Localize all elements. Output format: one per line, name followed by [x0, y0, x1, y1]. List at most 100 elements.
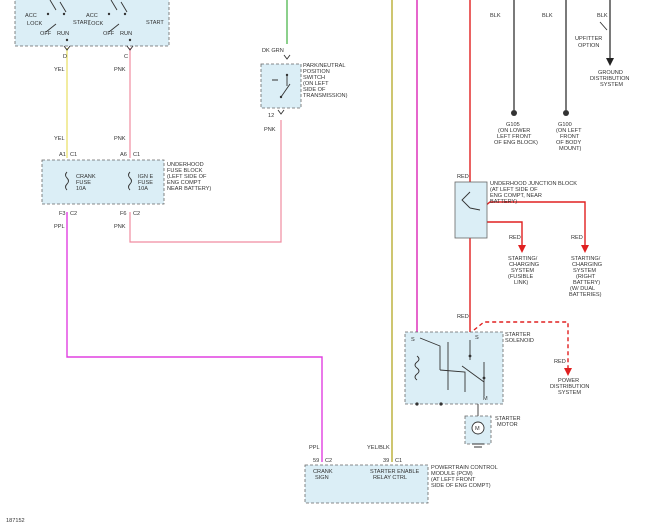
ground-points: BLK BLK BLK UPFITTER OPTION GROUND DISTR…: [490, 13, 629, 152]
ppl-wire-crank: [66, 212, 323, 462]
power-dist-line-2: SYSTEM: [558, 390, 581, 396]
park-neutral-line-1: POSITION: [303, 69, 330, 75]
ign2-run-label: RUN: [120, 31, 132, 37]
solenoid-s-right: S: [475, 335, 479, 341]
solenoid-m-label: M: [483, 396, 488, 402]
ignition-wipers: [45, 23, 120, 33]
solenoid-line-0: STARTER: [505, 332, 531, 338]
fusible-link-arrow: [518, 245, 526, 253]
red-wire-right-battery: [479, 201, 586, 245]
g100-line-2: OF BODY: [556, 140, 581, 146]
ground-dist-line-2: SYSTEM: [600, 82, 623, 88]
blk-ground-label: BLK: [597, 13, 608, 19]
ign2-start-label: START: [146, 20, 164, 26]
ground-distribution-arrow: [606, 58, 614, 66]
ground-dist-line-0: GROUND: [598, 70, 623, 76]
ign1-off-label: OFF: [40, 31, 52, 37]
pcm-line-0: POWERTRAIN CONTROL: [431, 465, 498, 471]
red-fusible-label: RED: [509, 235, 521, 241]
yel-upper-label: YEL: [54, 67, 65, 73]
junction-line-2: ENG COMPT, NEAR: [490, 193, 542, 199]
solenoid-s-left: S: [411, 337, 415, 343]
fuse-c2-right-label: C2: [133, 211, 140, 217]
g100-ground-symbol: [563, 110, 569, 116]
motor-line-1: MOTOR: [497, 422, 518, 428]
red-right-label: RED: [571, 235, 583, 241]
ign-e-fuse-amp: 10A: [138, 186, 148, 192]
junction-line-1: (AT LEFT SIDE OF: [490, 187, 538, 193]
underhood-junction-block: RED UNDERHOOD JUNCTION BLOCK (AT LEFT SI…: [454, 174, 602, 298]
right-line-2: SYSTEM: [573, 268, 596, 274]
blk-g105-label: BLK: [490, 13, 501, 19]
power-dist-line-0: POWER: [558, 378, 579, 384]
g100-line-1: FRONT: [560, 134, 580, 140]
underhood-fuse-block: YEL PNK A1 C1 A6 C1 CRANK FUSE 10A IGN E…: [41, 136, 211, 230]
power-dist-line-1: DISTRIBUTION: [550, 384, 589, 390]
motor-symbol: [471, 421, 485, 435]
pnk-mid-label: PNK: [114, 136, 126, 142]
ppl-upper-label: PPL: [54, 224, 65, 230]
pcm-conn-c2: C2: [325, 458, 332, 464]
ign1-lock-label: LOCK: [27, 21, 43, 27]
park-neutral-switch: DK GRN 12 PNK PARK/NEUTRAL POSITION SWIT…: [260, 48, 348, 133]
junction-line-3: BATTERY): [490, 199, 517, 205]
fusible-line-2: SYSTEM: [511, 268, 534, 274]
pin-c-label: C: [124, 54, 128, 60]
pin-d-label: D: [63, 54, 67, 60]
powertrain-control-module: PPL YEL/BLK 59 C2 39 C1 CRANK SIGN START…: [304, 445, 498, 504]
park-neutral-top-connector: [283, 54, 291, 60]
fuse-a1-label: A1: [59, 152, 66, 158]
g100-line-0: (ON LEFT: [556, 128, 582, 134]
starter-assembly: RED S S M STARTER SOLENOID RED POWER DIS…: [404, 314, 589, 448]
figure-id: 187152: [6, 518, 25, 524]
ignition-switch-box: [14, 0, 170, 47]
ign-e-fuse-word: FUSE: [138, 180, 153, 186]
motor-ground-symbol: [472, 443, 484, 448]
right-line-1: CHARGING: [572, 262, 602, 268]
pcm-line-1: MODULE (PCM): [431, 471, 473, 477]
ign1-run-label: RUN: [57, 31, 69, 37]
park-neutral-line-2: SWITCH: [303, 75, 325, 81]
pnk-wire-to-park-neutral: [129, 120, 282, 243]
fuse-block-box: [41, 159, 165, 205]
solenoid-box: [404, 331, 504, 405]
power-distribution-arrow: [564, 368, 572, 376]
fusible-line-3: (FUSIBLE: [508, 274, 533, 280]
park-neutral-box: [260, 63, 302, 109]
red-top-label: RED: [457, 174, 469, 180]
dk-grn-label: DK GRN: [262, 48, 284, 54]
pcm-conn-c1: C1: [395, 458, 402, 464]
fuse-block-line-4: NEAR BATTERY): [167, 186, 211, 192]
pcm-line-3: SIDE OF ENG COMPT): [431, 483, 491, 489]
ppl-lower-label: PPL: [309, 445, 320, 451]
motor-line-0: STARTER: [495, 416, 521, 422]
right-line-5: (W/ DUAL: [570, 286, 595, 292]
junction-fusible-link-symbol: [461, 191, 481, 211]
pcm-box: [304, 464, 429, 504]
right-line-4: BATTERY): [573, 280, 600, 286]
pnk-lower-label: PNK: [114, 224, 126, 230]
g105-label: G105: [506, 122, 520, 128]
yel-mid-label: YEL: [54, 136, 65, 142]
ign-e-fuse-name: IGN E: [138, 174, 153, 180]
pcm-pin-39: 39: [383, 458, 389, 464]
junction-block-box: [454, 181, 488, 239]
fuse-symbols: [65, 171, 132, 191]
g105-ground-symbol: [511, 110, 517, 116]
right-line-6: BATTERIES): [569, 292, 602, 298]
crank-sign-line-0: CRANK: [313, 469, 333, 475]
ign2-lock-label: LOCK: [88, 21, 104, 27]
pcm-line-2: (AT LEFT FRONT: [431, 477, 476, 483]
park-neutral-line-5: TRANSMISSION): [303, 93, 348, 99]
fuse-c2-left-label: C2: [70, 211, 77, 217]
fuse-f6-label: F6: [120, 211, 127, 217]
fuse-f3-label: F3: [59, 211, 66, 217]
yel-blk-label: YEL/BLK: [367, 445, 390, 451]
ign1-acc-label: ACC: [25, 13, 37, 19]
solenoid-contacts: [447, 340, 485, 396]
relay-ctrl-line-0: STARTER ENABLE: [370, 469, 419, 475]
red-dashed-label: RED: [554, 359, 566, 365]
right-battery-arrow: [581, 245, 589, 253]
fuse-c1-right-label: C1: [133, 152, 140, 158]
